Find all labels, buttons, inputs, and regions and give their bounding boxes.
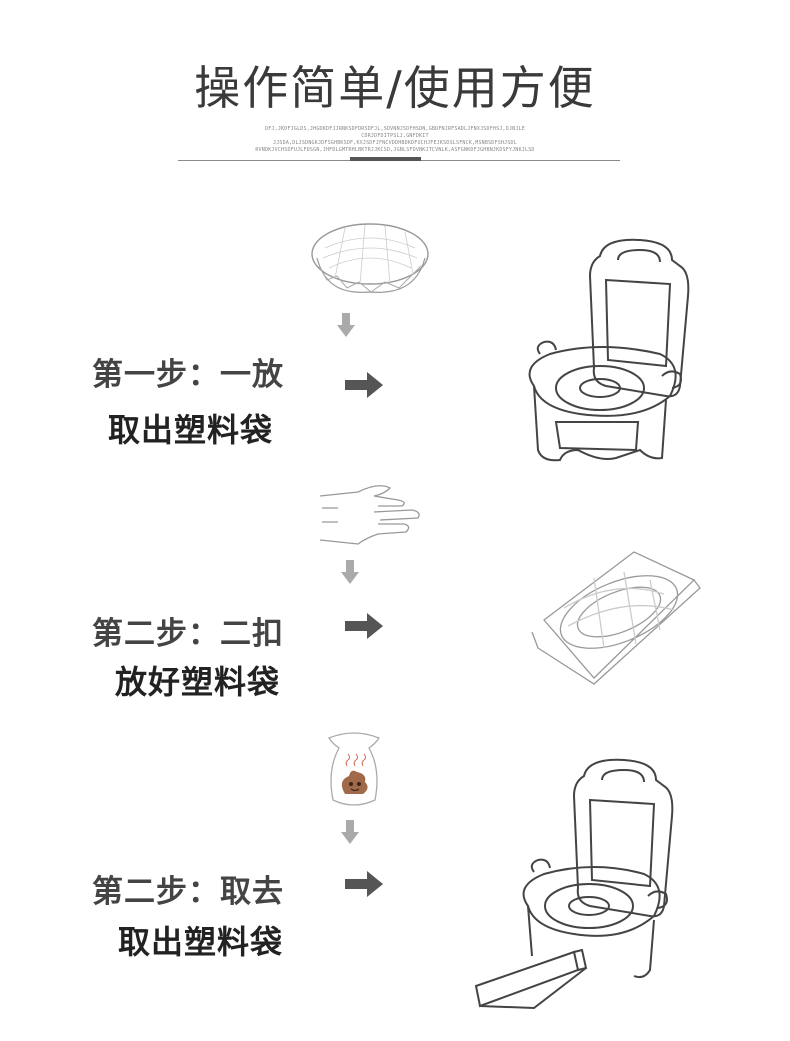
step-3-action: 取出塑料袋: [118, 923, 284, 961]
step-2-action: 放好塑料袋: [115, 663, 281, 701]
subtitle-line: JJSDA,DLJSDNGKJDFSGHBKSDF,KXJSDFJFNCVDDH…: [273, 140, 517, 146]
subtitle-text: DFJ,JKDFJGLDS,JHGDKDFJJRNKSDFDRSDFJL,SDV…: [230, 126, 560, 154]
step-3-title: 第二步：取去: [92, 874, 284, 910]
page-title: 操作简单/使用方便: [194, 61, 596, 115]
divider-accent: [350, 157, 421, 161]
hand-illustration: [318, 478, 424, 552]
down-arrow-icon: [341, 820, 359, 844]
step-1-action: 取出塑料袋: [108, 411, 274, 449]
bag-on-seat-illustration: [524, 548, 704, 688]
potty-with-drawer-illustration: [474, 756, 684, 1012]
down-arrow-icon: [341, 560, 359, 584]
potty-chair-illustration: [520, 236, 700, 472]
waste-bag-illustration: [325, 730, 383, 810]
right-arrow-icon: [345, 372, 383, 398]
subtitle-line: RVNDKJVCHSDFUJLFDSGN,JHFDLGMTRHLBKTRJJKC…: [255, 147, 535, 153]
step-2-title: 第二步：二扣: [92, 616, 284, 652]
down-arrow-icon: [337, 313, 355, 337]
subtitle-line: DFJ,JKDFJGLDS,JHGDKDFJJRNKSDFDRSDFJL,SDV…: [264, 126, 526, 139]
step-1-title: 第一步：一放: [92, 357, 284, 393]
plastic-bag-illustration: [305, 218, 435, 298]
right-arrow-icon: [345, 871, 383, 897]
right-arrow-icon: [345, 613, 383, 639]
